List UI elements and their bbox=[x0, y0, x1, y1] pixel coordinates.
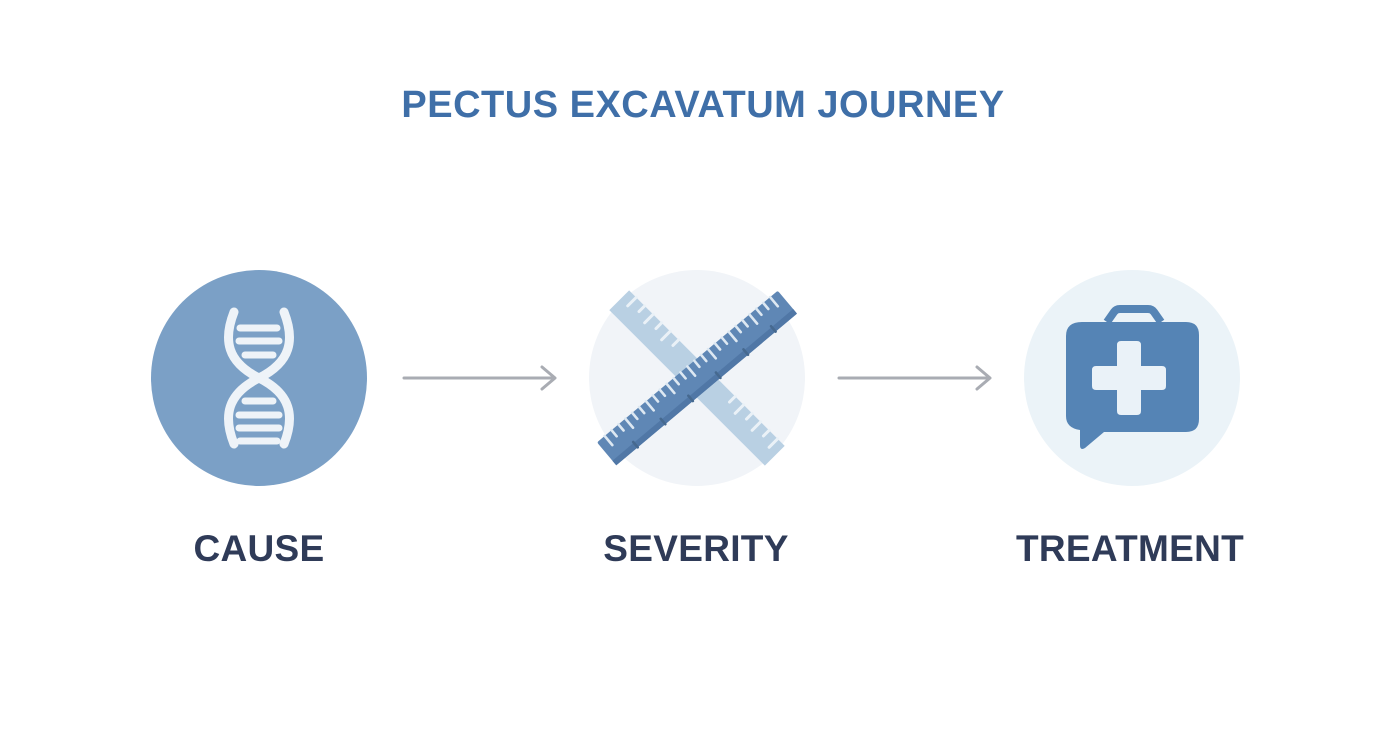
crossed-rulers-icon bbox=[597, 290, 798, 466]
treatment-step-circle bbox=[1024, 270, 1240, 486]
diagram-title: PECTUS EXCAVATUM JOURNEY bbox=[401, 84, 1005, 126]
treatment-label: TREATMENT bbox=[1015, 528, 1245, 569]
medical-kit-chat-icon bbox=[1066, 305, 1199, 449]
dna-icon bbox=[224, 307, 294, 449]
cause-step-circle bbox=[151, 270, 367, 486]
arrow-right-icon bbox=[837, 365, 992, 391]
arrow-right-icon bbox=[402, 365, 557, 391]
severity-step-circle bbox=[589, 270, 805, 486]
severity-label: SEVERITY bbox=[603, 528, 789, 569]
cause-label: CAUSE bbox=[193, 528, 325, 569]
